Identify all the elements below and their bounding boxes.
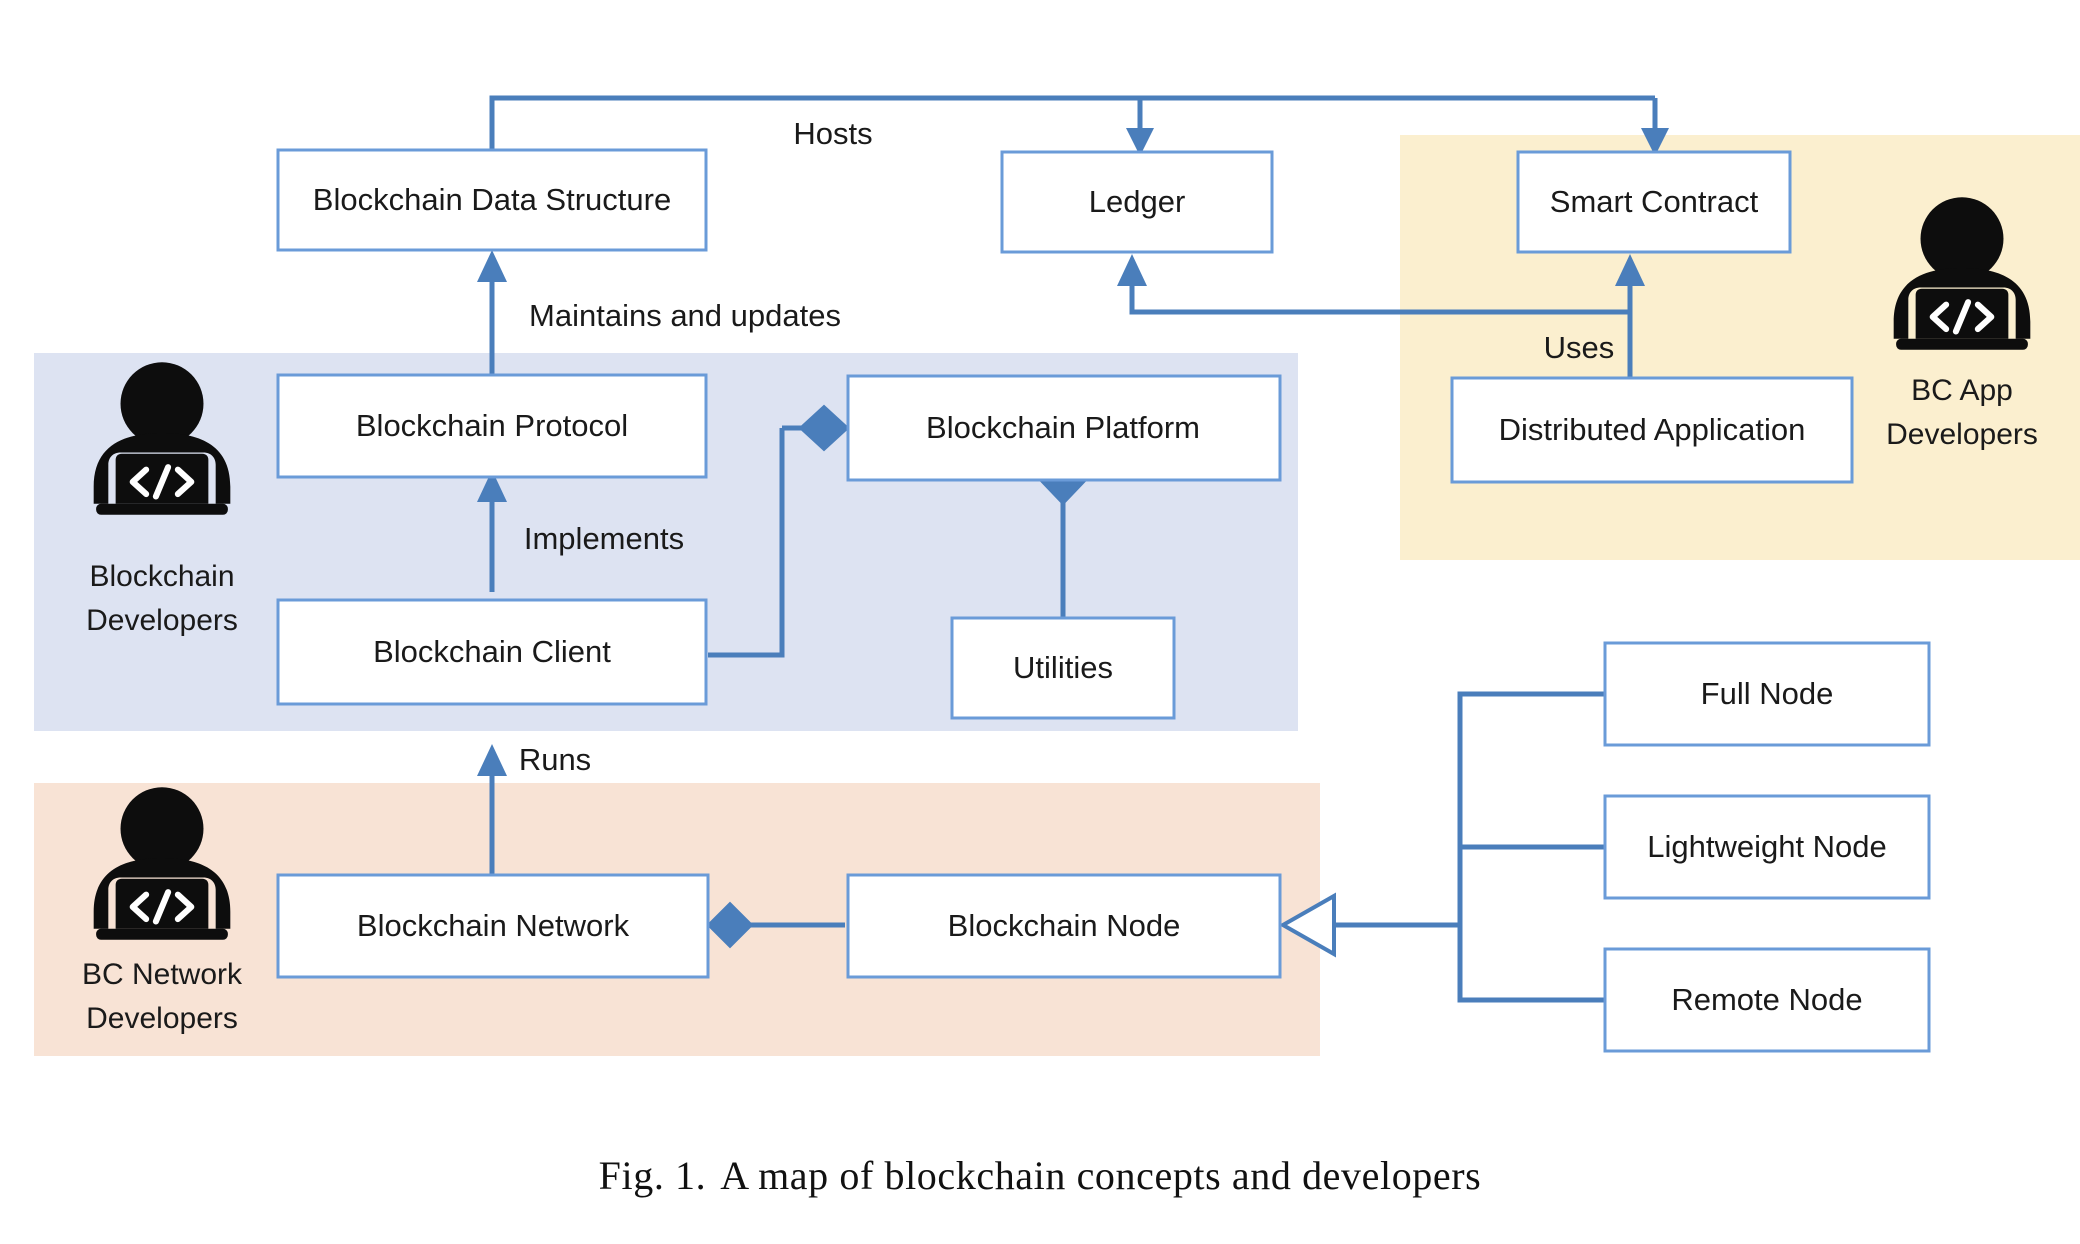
node-label-utilities: Utilities — [1013, 650, 1113, 685]
developer-at-laptop-icon — [93, 362, 231, 515]
node-label-remote-node: Remote Node — [1671, 982, 1862, 1017]
edge-maintains-and-updates — [477, 250, 507, 375]
edge-implements — [477, 470, 507, 592]
node-label-blockchain-protocol: Blockchain Protocol — [356, 408, 628, 443]
edge-node-generalization — [1278, 691, 1605, 1003]
node-label-ledger: Ledger — [1089, 184, 1186, 219]
persona-label-bc-network-developers-line2: Developers — [86, 1002, 238, 1035]
edge-label-maintains-and-updates: Maintains and updates — [529, 298, 841, 333]
node-label-blockchain-platform: Blockchain Platform — [926, 410, 1200, 445]
node-label-blockchain-client: Blockchain Client — [373, 634, 611, 669]
persona-label-bc-app-developers-line1: BC App — [1911, 374, 2013, 407]
node-blockchain-platform[interactable]: Blockchain Platform — [846, 374, 1282, 482]
node-ledger[interactable]: Ledger — [1000, 150, 1274, 254]
node-remote-node[interactable]: Remote Node — [1603, 947, 1931, 1053]
node-smart-contract[interactable]: Smart Contract — [1516, 150, 1792, 254]
edge-network-node-composition — [706, 901, 845, 949]
node-label-blockchain-network: Blockchain Network — [357, 908, 630, 943]
node-label-distributed-application: Distributed Application — [1499, 412, 1806, 447]
persona-blockchain-developers: Blockchain Developers — [86, 362, 238, 637]
node-label-blockchain-node: Blockchain Node — [948, 908, 1181, 943]
node-blockchain-client[interactable]: Blockchain Client — [276, 598, 708, 706]
figure-caption: Fig. 1. A map of blockchain concepts and … — [0, 1152, 2080, 1199]
node-distributed-application[interactable]: Distributed Application — [1450, 376, 1854, 484]
node-blockchain-network[interactable]: Blockchain Network — [276, 873, 710, 979]
edge-label-uses: Uses — [1544, 330, 1615, 365]
persona-label-blockchain-developers-line2: Developers — [86, 604, 238, 637]
node-blockchain-protocol[interactable]: Blockchain Protocol — [276, 373, 708, 479]
edge-uses — [1117, 254, 1645, 378]
node-utilities[interactable]: Utilities — [950, 616, 1176, 720]
persona-bc-network-developers: BC Network Developers — [82, 787, 243, 1035]
node-blockchain-node[interactable]: Blockchain Node — [846, 873, 1282, 979]
figure-caption-text: A map of blockchain concepts and develop… — [720, 1153, 1482, 1198]
edge-hosts — [489, 95, 1669, 156]
node-label-smart-contract: Smart Contract — [1550, 184, 1759, 219]
node-blockchain-data-structure[interactable]: Blockchain Data Structure — [276, 148, 708, 252]
persona-label-blockchain-developers-line1: Blockchain — [89, 560, 234, 593]
node-label-blockchain-data-structure: Blockchain Data Structure — [313, 182, 671, 217]
node-label-lightweight-node: Lightweight Node — [1647, 829, 1887, 864]
developer-at-laptop-icon — [93, 787, 231, 940]
edge-runs — [477, 744, 507, 875]
node-full-node[interactable]: Full Node — [1603, 641, 1931, 747]
persona-label-bc-network-developers-line1: BC Network — [82, 958, 243, 991]
edge-label-runs: Runs — [519, 742, 591, 777]
edge-label-implements: Implements — [524, 521, 684, 556]
figure-caption-number: Fig. 1. — [598, 1153, 707, 1198]
node-label-full-node: Full Node — [1701, 676, 1834, 711]
developer-at-laptop-icon — [1893, 197, 2031, 350]
edge-label-hosts: Hosts — [793, 116, 872, 151]
persona-label-bc-app-developers-line2: Developers — [1886, 418, 2038, 451]
persona-bc-app-developers: BC App Developers — [1886, 197, 2038, 451]
edge-platform-client-composition — [708, 404, 850, 658]
node-lightweight-node[interactable]: Lightweight Node — [1603, 794, 1931, 900]
